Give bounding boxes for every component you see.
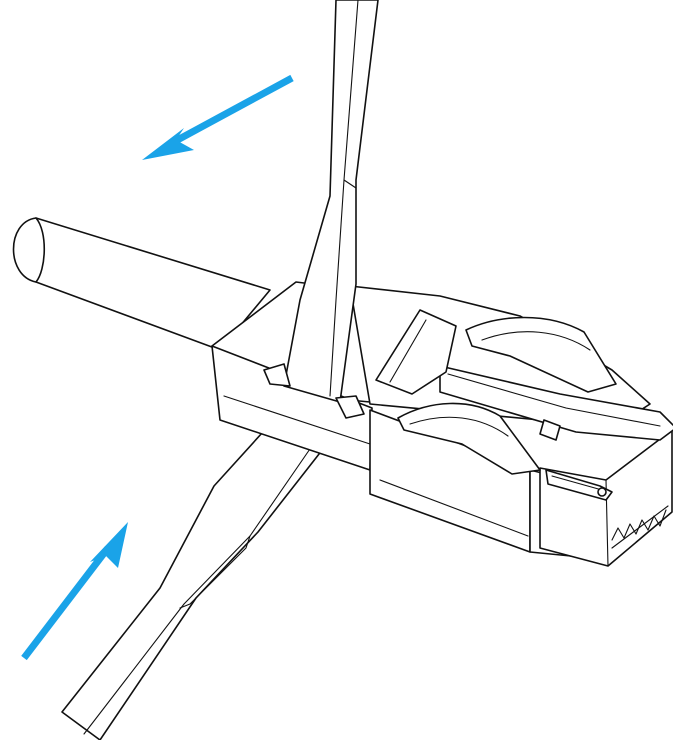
upper-release-tool <box>263 0 379 419</box>
latch-clips <box>375 309 673 501</box>
lower-arrow-icon <box>21 522 128 661</box>
lower-release-tool <box>61 421 331 740</box>
upper-arrow-icon <box>142 74 294 160</box>
cable <box>12 217 271 351</box>
